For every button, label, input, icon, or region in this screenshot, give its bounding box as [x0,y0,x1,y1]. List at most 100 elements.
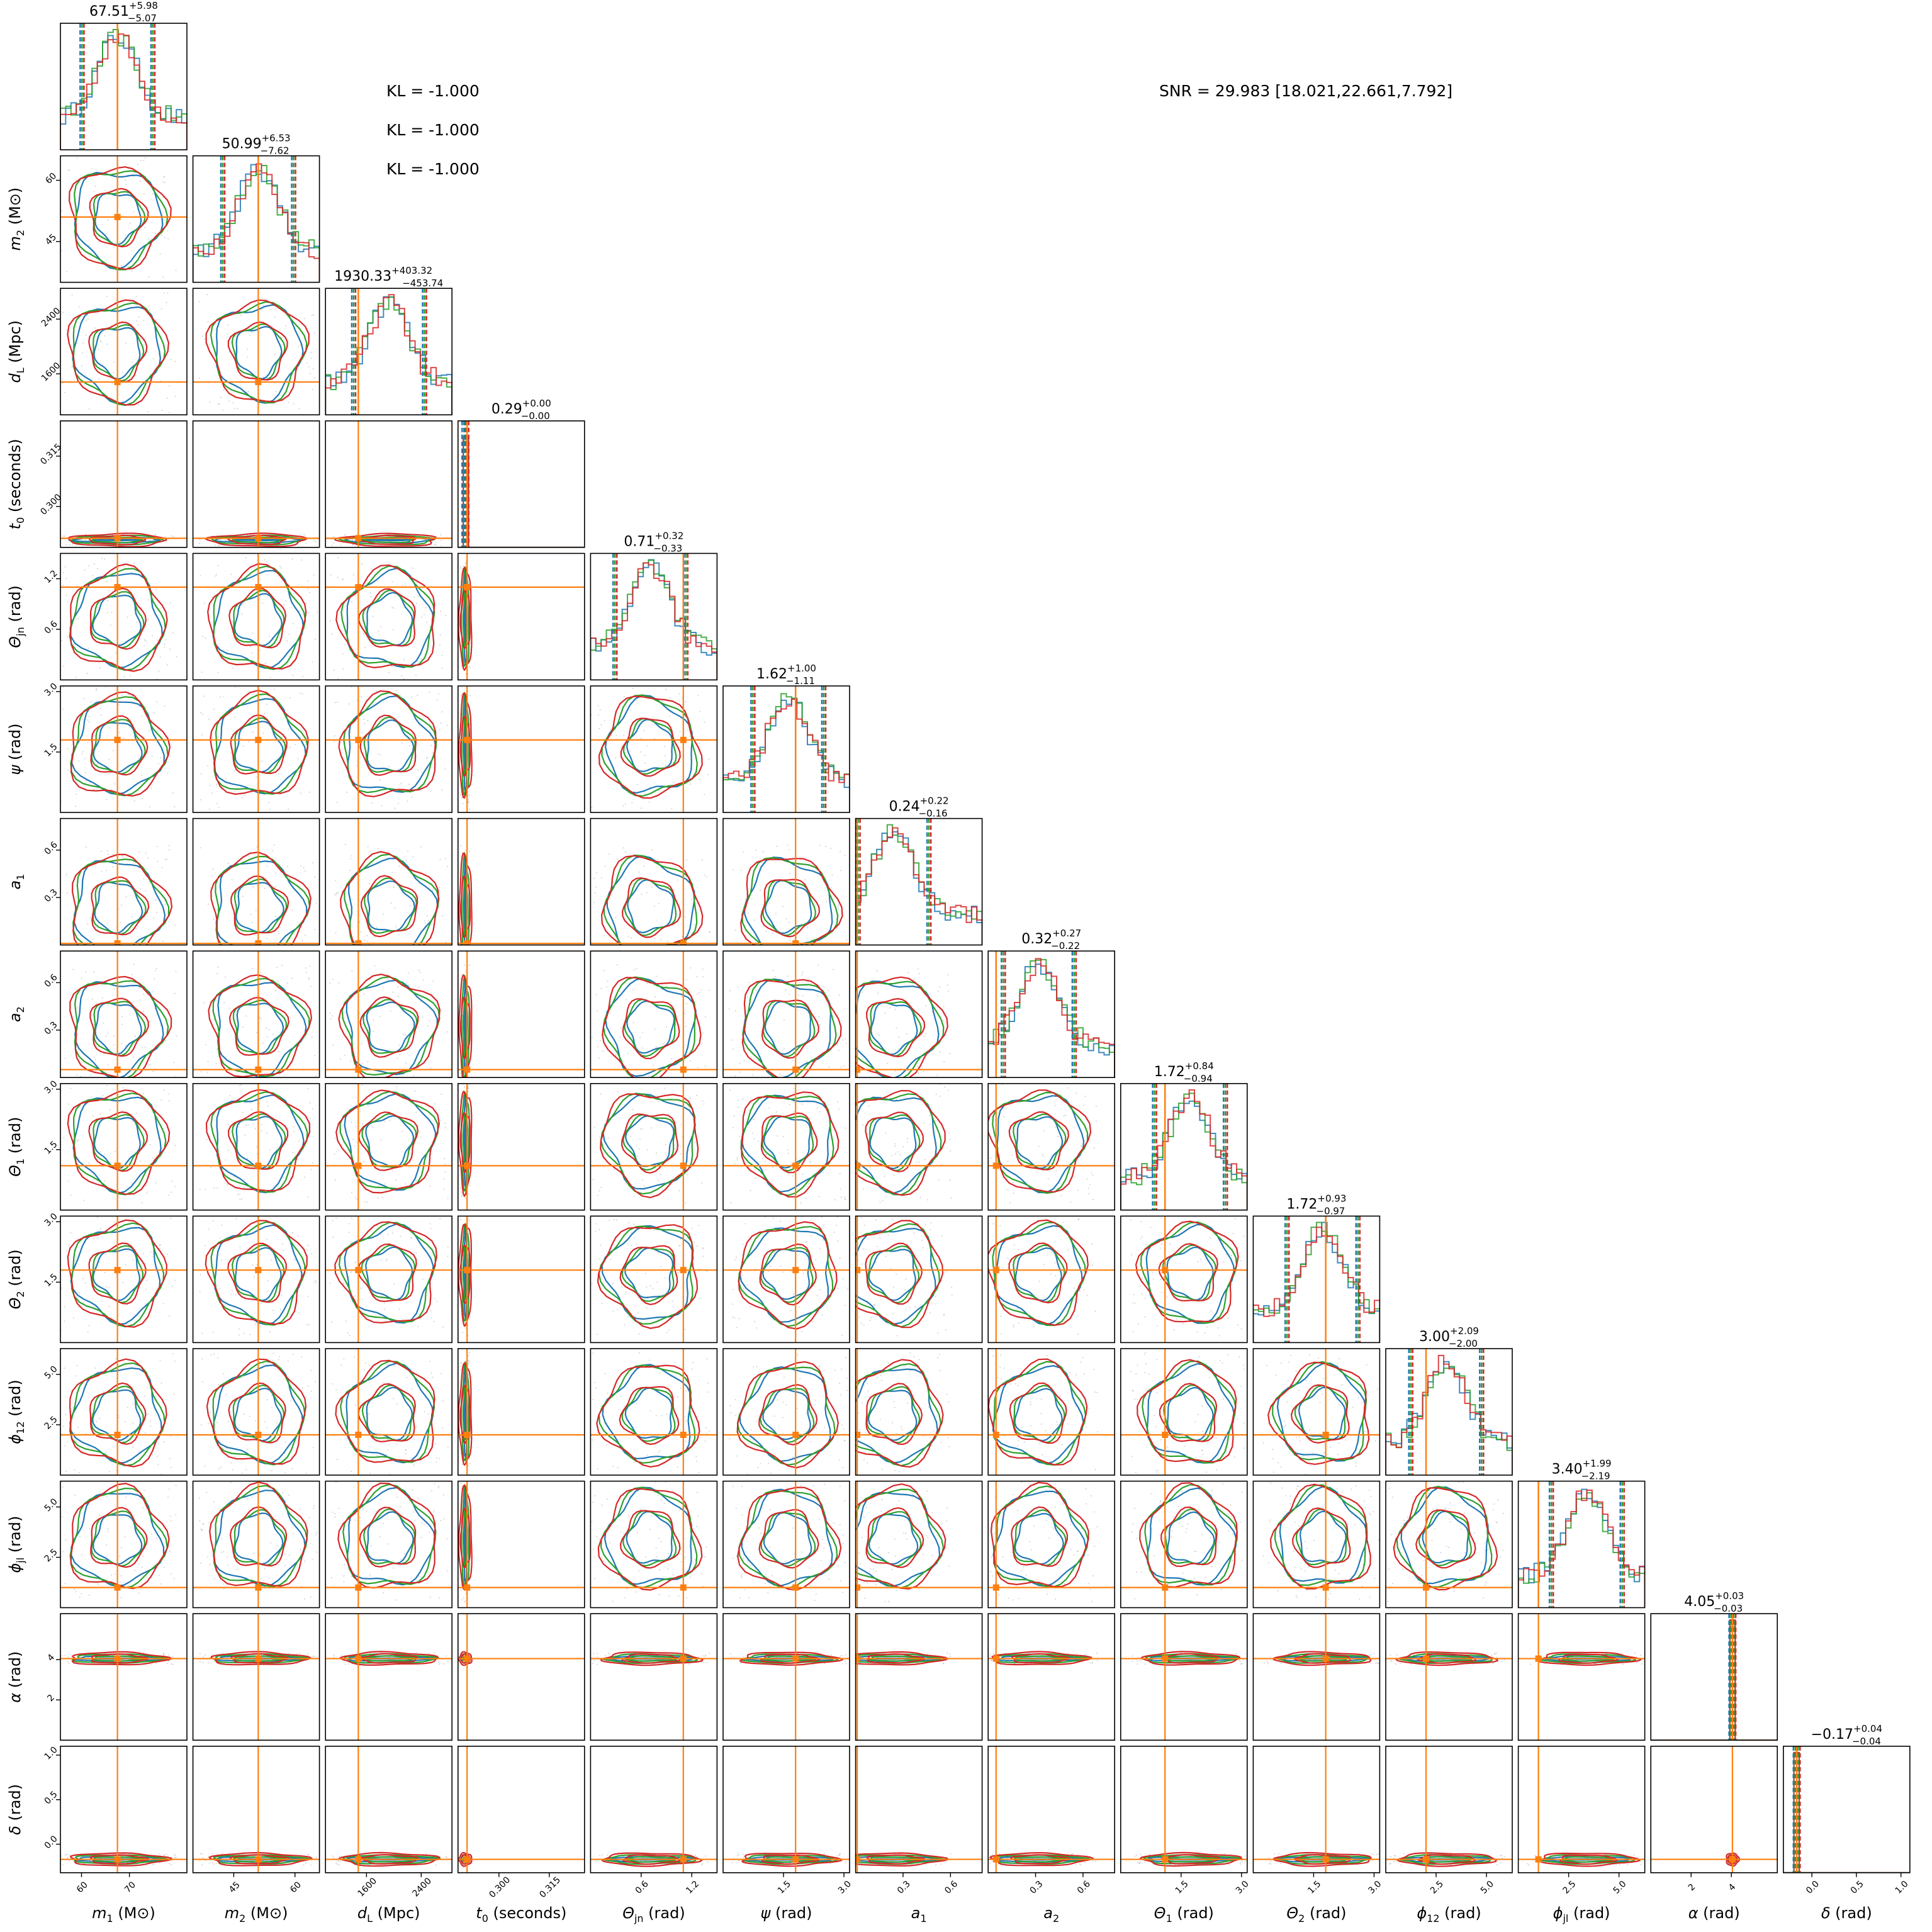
sample-dot [845,1198,846,1199]
sample-dot [845,1127,846,1129]
sample-dot [1290,1354,1292,1356]
sample-dot [398,1044,400,1046]
sample-dot [93,1056,95,1058]
sample-dot [632,989,634,991]
sample-dot [842,1467,844,1469]
sample-dot [1018,1440,1019,1442]
sample-dot [382,575,384,576]
contour-psi-phi12 [736,1366,836,1466]
sample-dot [167,1093,169,1095]
sample-dot [665,1154,666,1155]
sample-dot [120,922,121,924]
sample-dot [106,923,108,924]
sample-dot [908,1224,910,1226]
sample-dot [64,1306,65,1308]
sample-dot [463,1597,464,1599]
sample-dot [880,1374,882,1376]
sample-dot [154,712,155,714]
truth-marker [255,940,262,945]
sample-dot [1093,1147,1095,1149]
sample-dot [765,930,767,932]
sample-dot [823,1225,825,1227]
sample-dot [1055,1275,1057,1277]
sample-dot [424,920,425,922]
sample-dot [772,970,774,972]
sample-dot [387,1543,389,1545]
panel-a1-psi [722,817,850,946]
sample-dot [161,1214,162,1215]
sample-dot [216,972,218,974]
sample-dot [300,865,302,867]
sample-dot [72,969,74,970]
sample-dot [460,1081,461,1082]
sample-dot [1169,1390,1171,1391]
sample-dot [76,1138,77,1140]
sample-dot [362,633,364,635]
sample-dot [923,1070,924,1072]
sample-dot [360,1451,362,1453]
sample-dot [149,806,150,808]
sample-dot [846,939,848,941]
sample-dot [651,1515,653,1517]
sample-dot [252,578,254,580]
sample-dot [1009,1259,1011,1261]
sample-dot [152,1454,154,1456]
sample-dot [289,968,291,969]
sample-dot [228,1240,230,1242]
sample-dot [930,1222,932,1223]
sample-dot [690,967,692,969]
sample-dot [649,1410,651,1412]
sample-dot [83,698,85,700]
sample-dot [150,787,152,789]
sample-dot [918,1072,919,1074]
sample-dot [207,765,209,767]
sample-dot [434,544,435,546]
contour-a1-a2 [855,980,940,1078]
sample-dot [131,1163,133,1165]
sample-dot [902,1146,904,1148]
contour-dL-psi [338,690,437,798]
sample-dot [334,894,336,896]
sample-dot [1215,1437,1217,1439]
sample-dot [373,1030,374,1032]
histogram-a1-series-3 [855,827,982,945]
sample-dot [1007,1257,1009,1259]
sample-dot [1323,1452,1325,1454]
sample-dot [163,292,165,294]
sample-dot [272,962,273,963]
panel-th1-m1: 1.53.0 [43,1079,188,1211]
sample-dot [840,851,841,853]
sample-dot [308,977,310,979]
sample-dot [1038,1145,1040,1147]
sample-dot [78,1306,80,1308]
sample-dot [709,931,710,933]
sample-dot [942,1019,944,1021]
sample-dot [261,1018,262,1020]
contour-m2-thjn [233,593,283,647]
sample-dot [1009,1383,1011,1385]
sample-dot [443,1188,445,1190]
sample-dot [920,1100,922,1102]
sample-dot [468,1476,469,1478]
sample-dot [909,1370,911,1372]
sample-dot [658,790,660,792]
sample-dot [741,1274,743,1276]
sample-dot [459,1187,461,1189]
sample-dot [828,1066,830,1068]
sample-dot [1132,1302,1133,1304]
sample-dot [287,1266,289,1268]
sample-dot [143,159,145,161]
contour-psi-a2 [742,979,837,1078]
sample-dot [461,797,463,799]
sample-dot [103,1180,105,1182]
contour-thjn-a2 [602,977,702,1078]
sample-dot [279,565,281,567]
sample-dot [1357,1378,1359,1380]
sample-dot [81,365,82,367]
sample-dot [89,1325,91,1327]
sample-dot [98,241,99,243]
sample-dot [65,1471,67,1473]
sample-dot [391,665,393,667]
y-tick-label-dL: 2400 [40,306,63,329]
sample-dot [1155,1359,1157,1361]
